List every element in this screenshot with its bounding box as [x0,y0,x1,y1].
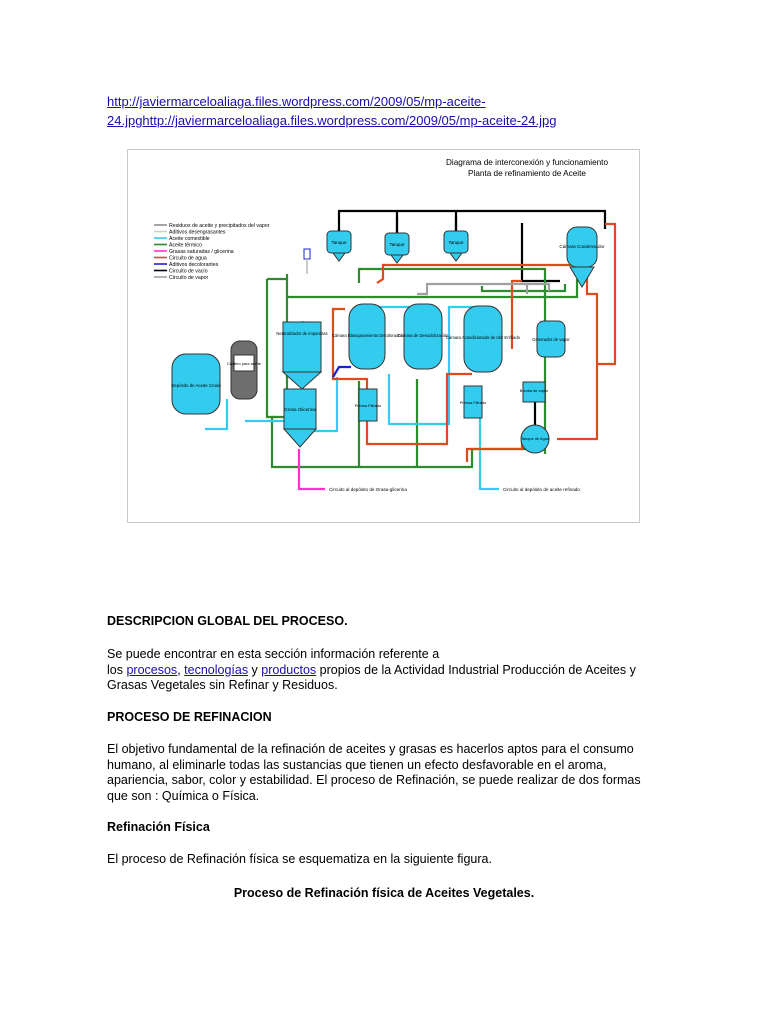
neutralizer-label: Neutralizador de impurezas [276,331,327,336]
figure-caption: Proceso de Refinación física de Aceites … [233,886,535,900]
tank: Tanque [384,232,410,264]
legend-label: Aditivos decolorantes [169,262,219,268]
condenser-chamber: Cámara Condensador [559,226,605,288]
fat-tank-label: Grasa Glicerina [284,407,316,412]
image-source-link[interactable]: http://javiermarceloaliaga.files.wordpre… [107,92,667,130]
link-productos[interactable]: productos [261,662,317,677]
paragraph-text: los [107,662,127,677]
conditioning-label: Cámara Acondicionado de olor Enfriado [446,335,521,340]
bleaching-label: Cámara Blanqueamiento Decolorador [332,333,403,338]
paragraph-text: propios de la Actividad Industrial Produ… [107,662,636,693]
condenser-label-text: Cámara Condensador [559,244,605,249]
press-filter-2: Prensa Filtrado [460,385,486,419]
legend-item: Aceite comestible [154,236,210,242]
tank: Tanque [443,230,469,262]
equipment: Tanque Tanque Tanque Cámara Condensador … [171,226,605,454]
heater-label: Caldero para aceite [227,361,261,366]
crude-deposit-label: Depósito de Aceite Crudo [171,383,221,388]
process-diagram-figure: Diagrama de interconexión y funcionamien… [127,149,640,523]
tank-label: Tanque [331,240,347,245]
legend-label: Aceite comestible [169,236,210,242]
process-diagram: Diagrama de interconexión y funcionamien… [127,149,640,523]
diagram-title-line2: Planta de refinamiento de Aceite [468,169,586,178]
legend-label: Residuos de aceite y precipitados del va… [169,223,270,229]
legend-item: Aditivos desengrasantes [154,230,226,236]
legend-label: Circuito de agua [169,256,207,262]
paragraph-text: , [177,662,185,677]
image-source-link-line1: http://javiermarceloaliaga.files.wordpre… [107,94,486,109]
diagram-legend: Residuos de aceite y precipitados del va… [154,223,270,281]
steam-generator: Generador de vapor [532,320,570,358]
water-tank-label: Tanque de Agua [521,436,550,441]
deodorizer-label: Cámara de Desodorización [398,333,449,338]
legend-item: Circuito de vapor [154,275,208,281]
crude-oil-deposit: Depósito de Aceite Crudo [171,353,221,415]
legend-label: Aditivos desengrasantes [169,230,226,236]
tank-label: Tanque [389,242,405,247]
press-filter-1: Prensa Filtrado [355,388,381,422]
steam-pump: Bomba de vapor [520,381,549,403]
deodorization-chamber: Cámara de Desodorización [398,303,449,370]
water-tank: Tanque de Agua [520,424,550,454]
condenser-label: Cámara Condensador [559,244,605,249]
tank: Tanque [326,230,352,262]
output-circuits: Circuito al depósito de Grasa-glicerina … [299,487,580,492]
paragraph-refining-objective: El objetivo fundamental de la refinación… [107,742,641,803]
oil-heater: Caldero para aceite [227,340,261,400]
legend-item: Grasas saturadas / glicerina [154,249,234,255]
steam-generator-label: Generador de vapor [532,337,570,342]
legend-item: Aceite térmico [154,243,202,249]
press-filter-1-label: Prensa Filtrado [355,403,381,408]
legend-item: Circuito de vacío [154,269,208,275]
image-source-link-line2: 24.jpghttp://javiermarceloaliaga.files.w… [107,113,557,128]
legend-item: Aditivos decolorantes [154,262,219,268]
link-tecnologias[interactable]: tecnologías [184,662,249,677]
steam-pump-label: Bomba de vapor [520,388,549,393]
legend-label: Circuito de vapor [169,275,208,281]
section-heading-refining-process: PROCESO DE REFINACION [107,710,272,724]
paragraph-global-description: Se puede encontrar en esta sección infor… [107,647,652,694]
legend-label: Circuito de vacío [169,269,208,275]
press-filter-2-label: Prensa Filtrado [460,400,486,405]
paragraph-text: y [248,662,262,677]
section-heading-global-description: DESCRIPCION GLOBAL DEL PROCESO. [107,614,348,628]
link-procesos[interactable]: procesos [126,662,178,677]
fat-circuit-label: Circuito al depósito de Grasa-glicerina [329,487,407,492]
oil-circuit-label: Circuito al depósito de aceite refinado [503,487,580,492]
paragraph-physical-refining: El proceso de Refinación física se esque… [107,852,492,866]
tank-label: Tanque [448,240,464,245]
legend-label: Aceite térmico [169,243,202,249]
legend-item: Residuos de aceite y precipitados del va… [154,223,270,229]
paragraph-line: Se puede encontrar en esta sección infor… [107,647,440,661]
legend-label: Grasas saturadas / glicerina [169,249,234,255]
impurity-neutralizer: Neutralizador de impurezas [276,321,328,390]
conditioning-chamber: Cámara Acondicionado de olor Enfriado [446,305,521,373]
filter-icon [303,248,311,274]
diagram-title-line1: Diagrama de interconexión y funcionamien… [446,158,608,167]
legend-item: Circuito de agua [154,256,207,262]
bleaching-chamber: Cámara Blanqueamiento Decolorador [332,303,403,370]
section-heading-physical-refining: Refinación Física [107,820,210,834]
fat-glycerin-tank: Grasa Glicerina [282,388,318,448]
